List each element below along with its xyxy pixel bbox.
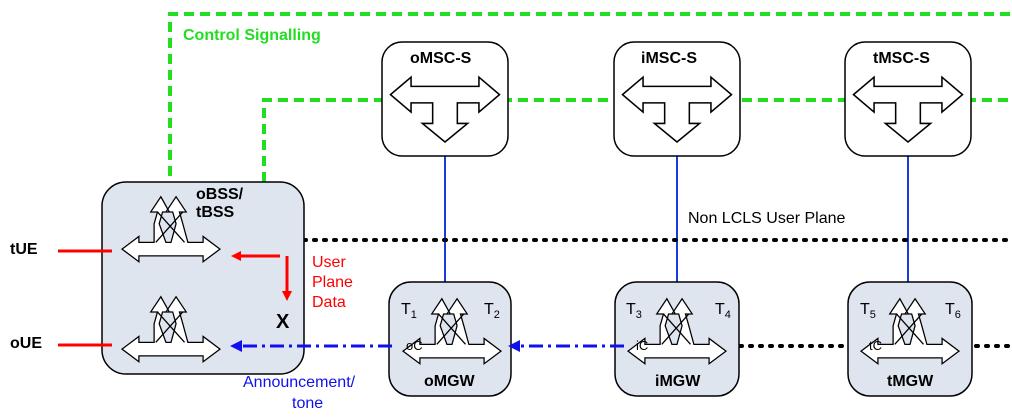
msc-omsc (381, 41, 509, 157)
imsc-label: iMSC-S (641, 50, 697, 67)
imgw-termination-left: T3 (626, 301, 642, 322)
omgw-label: oMGW (424, 373, 475, 390)
omsc-label: oMSC-S (410, 50, 472, 67)
oue-label: oUE (10, 335, 42, 352)
bss-box (101, 181, 305, 375)
imgw-context: iC (636, 338, 649, 353)
non-lcls-label: Non LCLS User Plane (688, 210, 846, 227)
omgw-context: oC (406, 338, 423, 353)
bss-label-line1: oBSS/ (196, 186, 244, 203)
x-mark: X (276, 311, 290, 333)
omgw-termination-left: T1 (401, 301, 417, 322)
imgw-label: iMGW (655, 373, 701, 390)
tmgw-termination-left: T5 (860, 301, 876, 322)
ue-links (58, 249, 112, 347)
tmgw-label: tMGW (887, 373, 934, 390)
tue-label: tUE (10, 241, 38, 258)
tmgw-context: tC (869, 338, 882, 353)
tmsc-label: tMSC-S (873, 50, 930, 67)
mgw-imgw (614, 281, 740, 397)
announcement-line2: tone (292, 395, 324, 412)
announcement-line1: Announcement/ (243, 374, 356, 391)
bss-label-line2: tBSS (196, 204, 235, 221)
mgw-omgw (388, 281, 512, 397)
msc-tmsc (844, 41, 972, 157)
control-signalling-label: Control Signalling (183, 27, 321, 44)
user-plane-data-line2: Plane (312, 274, 353, 291)
tmgw-termination-right: T6 (945, 301, 961, 322)
user-plane-data-line1: User (312, 254, 346, 271)
imgw-termination-right: T4 (715, 301, 731, 322)
msc-mgw-links (444, 156, 909, 282)
user-plane-data-arrows (231, 251, 292, 301)
msc-imsc (613, 41, 741, 157)
mgw-tmgw (847, 281, 973, 397)
omgw-termination-right: T2 (484, 301, 500, 322)
non-lcls-user-plane-lines (232, 238, 1012, 348)
control-path-outer (168, 12, 1012, 208)
user-plane-data-line3: Data (312, 294, 346, 311)
